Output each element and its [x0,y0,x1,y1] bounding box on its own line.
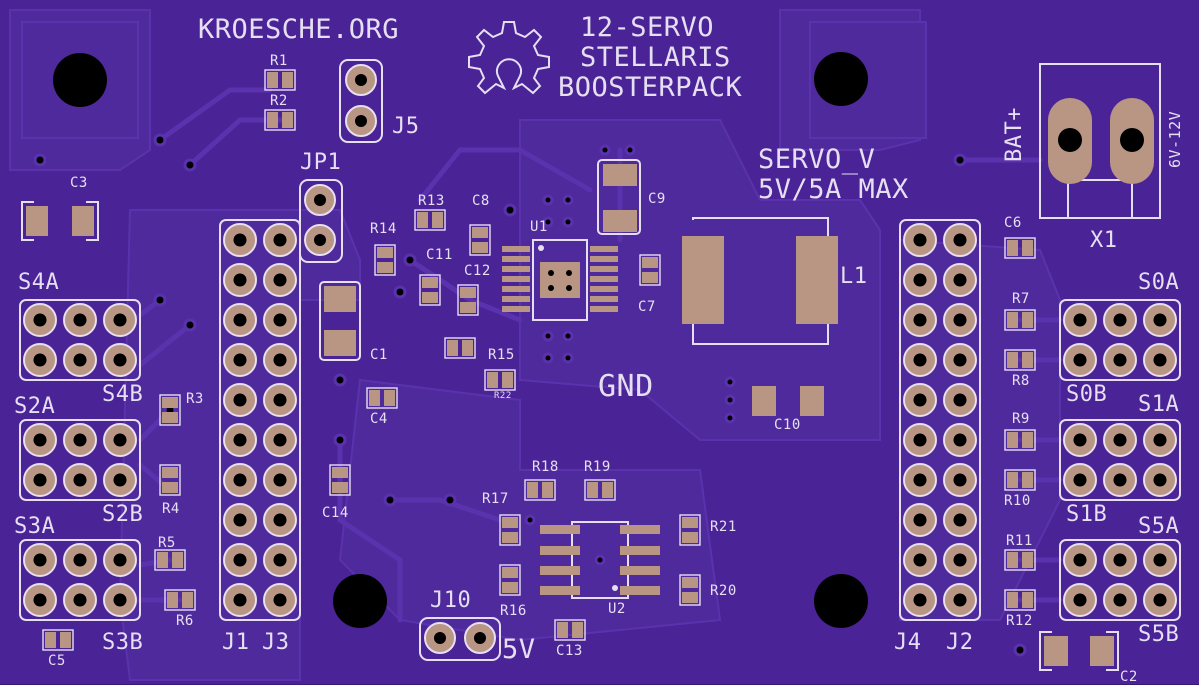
label-c4: C4 [370,411,388,427]
title-line-2: STELLARIS [580,42,731,73]
label-r15: R15 [488,347,515,363]
servo-header-s2 [19,419,141,501]
label-c5: C5 [48,653,66,669]
label-r7: R7 [1012,291,1030,307]
label-c14: C14 [322,505,349,521]
header-j4-j2 [899,219,981,621]
servo-header-s5 [1059,539,1181,621]
terminal-x1 [1039,63,1161,219]
five-v-label: 5V [502,634,536,665]
label-j4: J4 [894,630,922,655]
header-j10 [419,617,501,661]
label-jp1: JP1 [300,150,342,175]
capacitor-c1 [319,281,361,361]
label-u1: U1 [530,219,548,235]
label-r3: R3 [186,391,204,407]
website-label: KROESCHE.ORG [198,14,400,45]
label-r4: R4 [162,501,180,517]
label-c6: C6 [1004,215,1022,231]
label-r20: R20 [710,583,737,599]
label-r2: R2 [270,93,288,109]
label-r19: R19 [584,459,611,475]
label-s0b: S0B [1066,382,1108,407]
label-s0a: S0A [1138,270,1180,295]
label-r11: R11 [1006,533,1033,549]
servo-header-s4 [19,299,141,381]
mounting-holes [21,21,927,628]
capacitor-c2 [1039,631,1119,671]
servo-v-label: SERVO_V [758,144,876,175]
label-c3: C3 [70,175,88,191]
label-s1a: S1A [1138,392,1180,417]
label-c13: C13 [556,643,583,659]
label-s2a: S2A [14,394,56,419]
label-r13: R13 [418,193,445,209]
label-c9: C9 [648,191,666,207]
label-r9: R9 [1012,411,1030,427]
label-s3b: S3B [102,630,144,655]
label-u2: U2 [608,601,626,617]
label-r10: R10 [1004,493,1031,509]
label-r21: R21 [710,519,737,535]
label-r6: R6 [176,613,194,629]
label-s1b: S1B [1066,502,1108,527]
label-s2b: S2B [102,502,144,527]
label-j2: J2 [946,630,974,655]
label-c7: C7 [638,299,656,315]
label-r1: R1 [270,53,288,69]
label-r5: R5 [158,535,176,551]
title-line-3: BOOSTERPACK [558,72,743,103]
label-j5: J5 [392,114,420,139]
title-line-1: 12-SERVO [580,12,715,43]
label-r8: R8 [1012,373,1030,389]
label-l1: L1 [840,264,868,289]
label-c11: C11 [426,247,453,263]
label-r17: R17 [482,491,509,507]
open-hardware-logo-icon [468,21,550,95]
servo-header-s0 [1059,299,1181,381]
vias [33,133,1027,657]
servo-header-s1 [1059,419,1181,501]
label-s4b: S4B [102,382,144,407]
inductor-l1 [682,217,838,345]
gnd-label: GND [598,369,654,404]
capacitor-c10 [752,386,824,416]
label-c8: C8 [472,193,490,209]
label-s3a: S3A [14,514,56,539]
label-c12: C12 [464,263,491,279]
bat-label: BAT+ [1002,107,1027,162]
label-c1: C1 [370,347,388,363]
capacitor-c9 [597,159,641,235]
ic-u2 [540,521,660,599]
label-s4a: S4A [18,270,60,295]
label-c10: C10 [774,417,801,433]
capacitor-c3 [21,201,99,241]
label-s5b: S5B [1138,622,1180,647]
label-r22: R22 [494,391,512,401]
label-j3: J3 [262,630,290,655]
label-c2: C2 [1120,669,1138,685]
label-s5a: S5A [1138,514,1180,539]
ic-u1 [502,239,618,321]
servo-header-s3 [19,539,141,621]
label-r16: R16 [500,603,527,619]
label-r14: R14 [370,221,397,237]
header-j5 [339,59,383,143]
label-x1: X1 [1090,228,1118,253]
header-j1-j3 [219,219,301,621]
header-jp1 [299,179,343,263]
servo-max-label: 5V/5A MAX [758,174,909,205]
voltage-range-label: 6V-12V [1166,110,1184,168]
label-j1: J1 [222,630,250,655]
label-r18: R18 [532,459,559,475]
label-j10: J10 [430,588,472,613]
label-r12: R12 [1006,613,1033,629]
